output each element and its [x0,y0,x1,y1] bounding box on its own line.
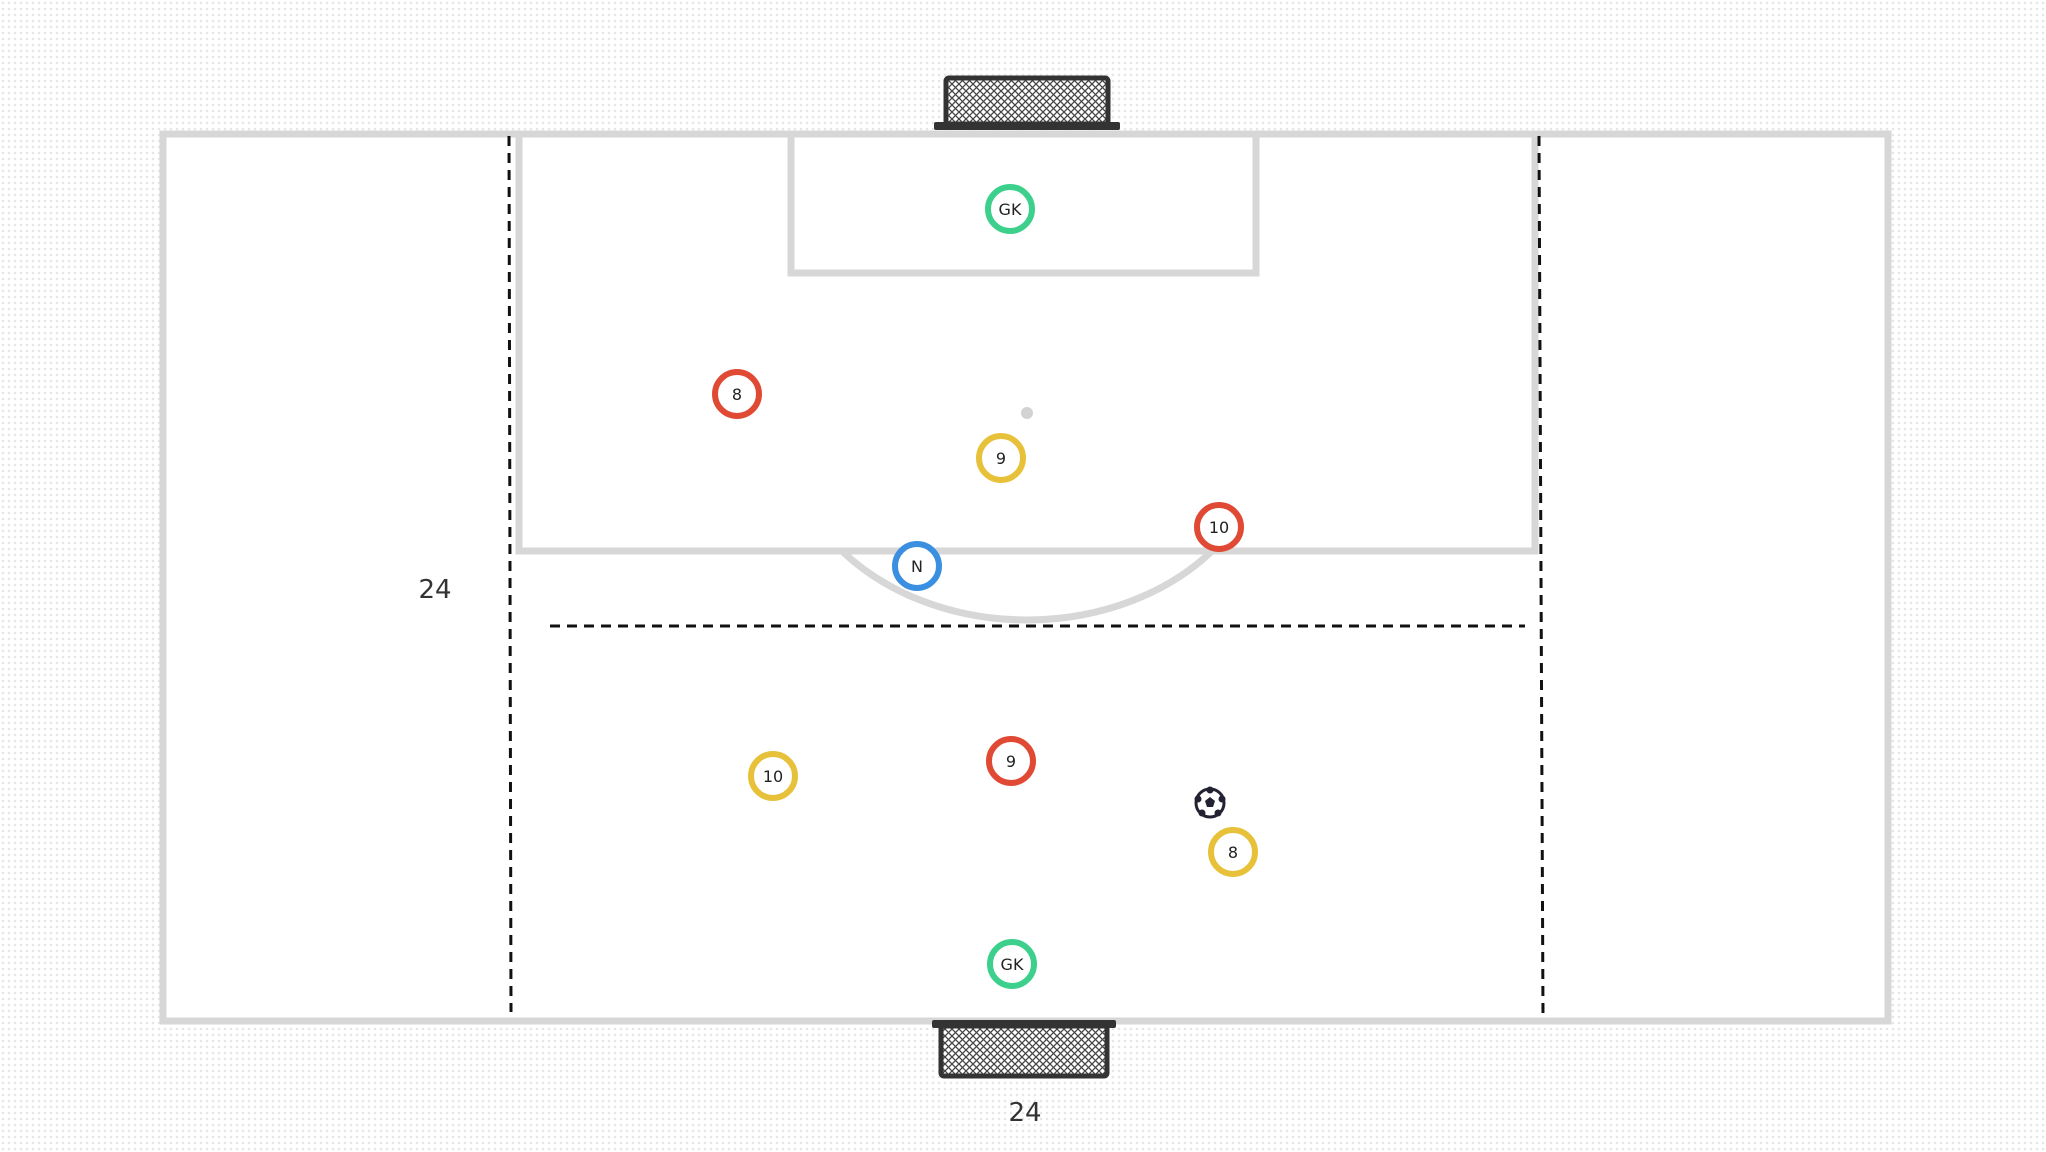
player-label: 10 [763,767,783,786]
player-label: GK [1001,955,1024,974]
zone-line-right [1537,135,1545,1016]
side-dimension-label: 24 [418,575,451,605]
bottom-dimension-label: 24 [1008,1098,1041,1128]
player-yellow-10[interactable]: 10 [748,751,798,801]
pitch-outline [159,130,1892,1025]
player-label: 9 [1006,752,1016,771]
player-label: 8 [732,385,742,404]
player-label: N [911,557,923,576]
goal-area [787,134,1260,277]
player-red-10[interactable]: 10 [1194,502,1244,552]
penalty-spot [1021,407,1033,419]
player-neutral-n[interactable]: N [892,541,942,591]
player-yellow-8[interactable]: 8 [1208,827,1258,877]
player-yellow-9[interactable]: 9 [976,433,1026,483]
top-goal [934,75,1120,130]
player-label: 9 [996,449,1006,468]
player-label: 8 [1228,843,1238,862]
player-red-9[interactable]: 9 [986,736,1036,786]
goal-net-icon [943,75,1111,127]
player-gk-top[interactable]: GK [985,184,1035,234]
soccer-ball-icon[interactable] [1194,786,1226,819]
player-label: GK [999,200,1022,219]
penalty-arc [839,548,1215,624]
penalty-area [515,134,1539,555]
player-red-8[interactable]: 8 [712,369,762,419]
goal-line-bar [934,122,1120,130]
goal-net-icon [938,1023,1110,1079]
player-gk-bottom[interactable]: GK [987,939,1037,989]
bottom-goal [932,1020,1116,1079]
player-label: 10 [1209,518,1229,537]
